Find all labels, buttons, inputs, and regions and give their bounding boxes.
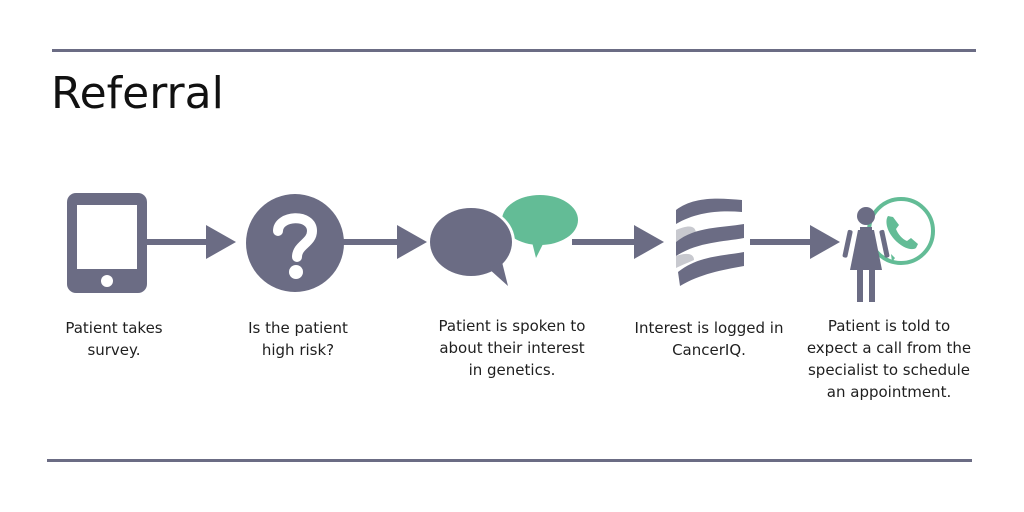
tablet-icon: [67, 193, 147, 293]
canceriq-logo-icon: [676, 198, 744, 286]
arrow-right-icon: [343, 225, 427, 259]
step-caption-high-risk: Is the patient high risk?: [248, 319, 348, 359]
step-caption-expect-call: Patient is told to expect a call from th…: [806, 317, 972, 401]
step-caption-survey: Patient takes survey.: [65, 319, 163, 359]
page-title: Referral: [51, 68, 224, 119]
speech-bubbles-icon: [429, 195, 578, 286]
arrow-right-icon: [572, 225, 664, 259]
step-caption-logged: Interest is logged in CancerIQ.: [634, 319, 784, 359]
woman-phone-icon: [842, 197, 935, 302]
step-caption-spoken-to: Patient is spoken to about their interes…: [438, 317, 586, 379]
arrow-right-icon: [750, 225, 840, 259]
arrow-right-icon: [146, 225, 236, 259]
question-mark-icon: [246, 194, 344, 292]
bottom-divider: [47, 459, 972, 462]
top-divider: [52, 49, 976, 52]
